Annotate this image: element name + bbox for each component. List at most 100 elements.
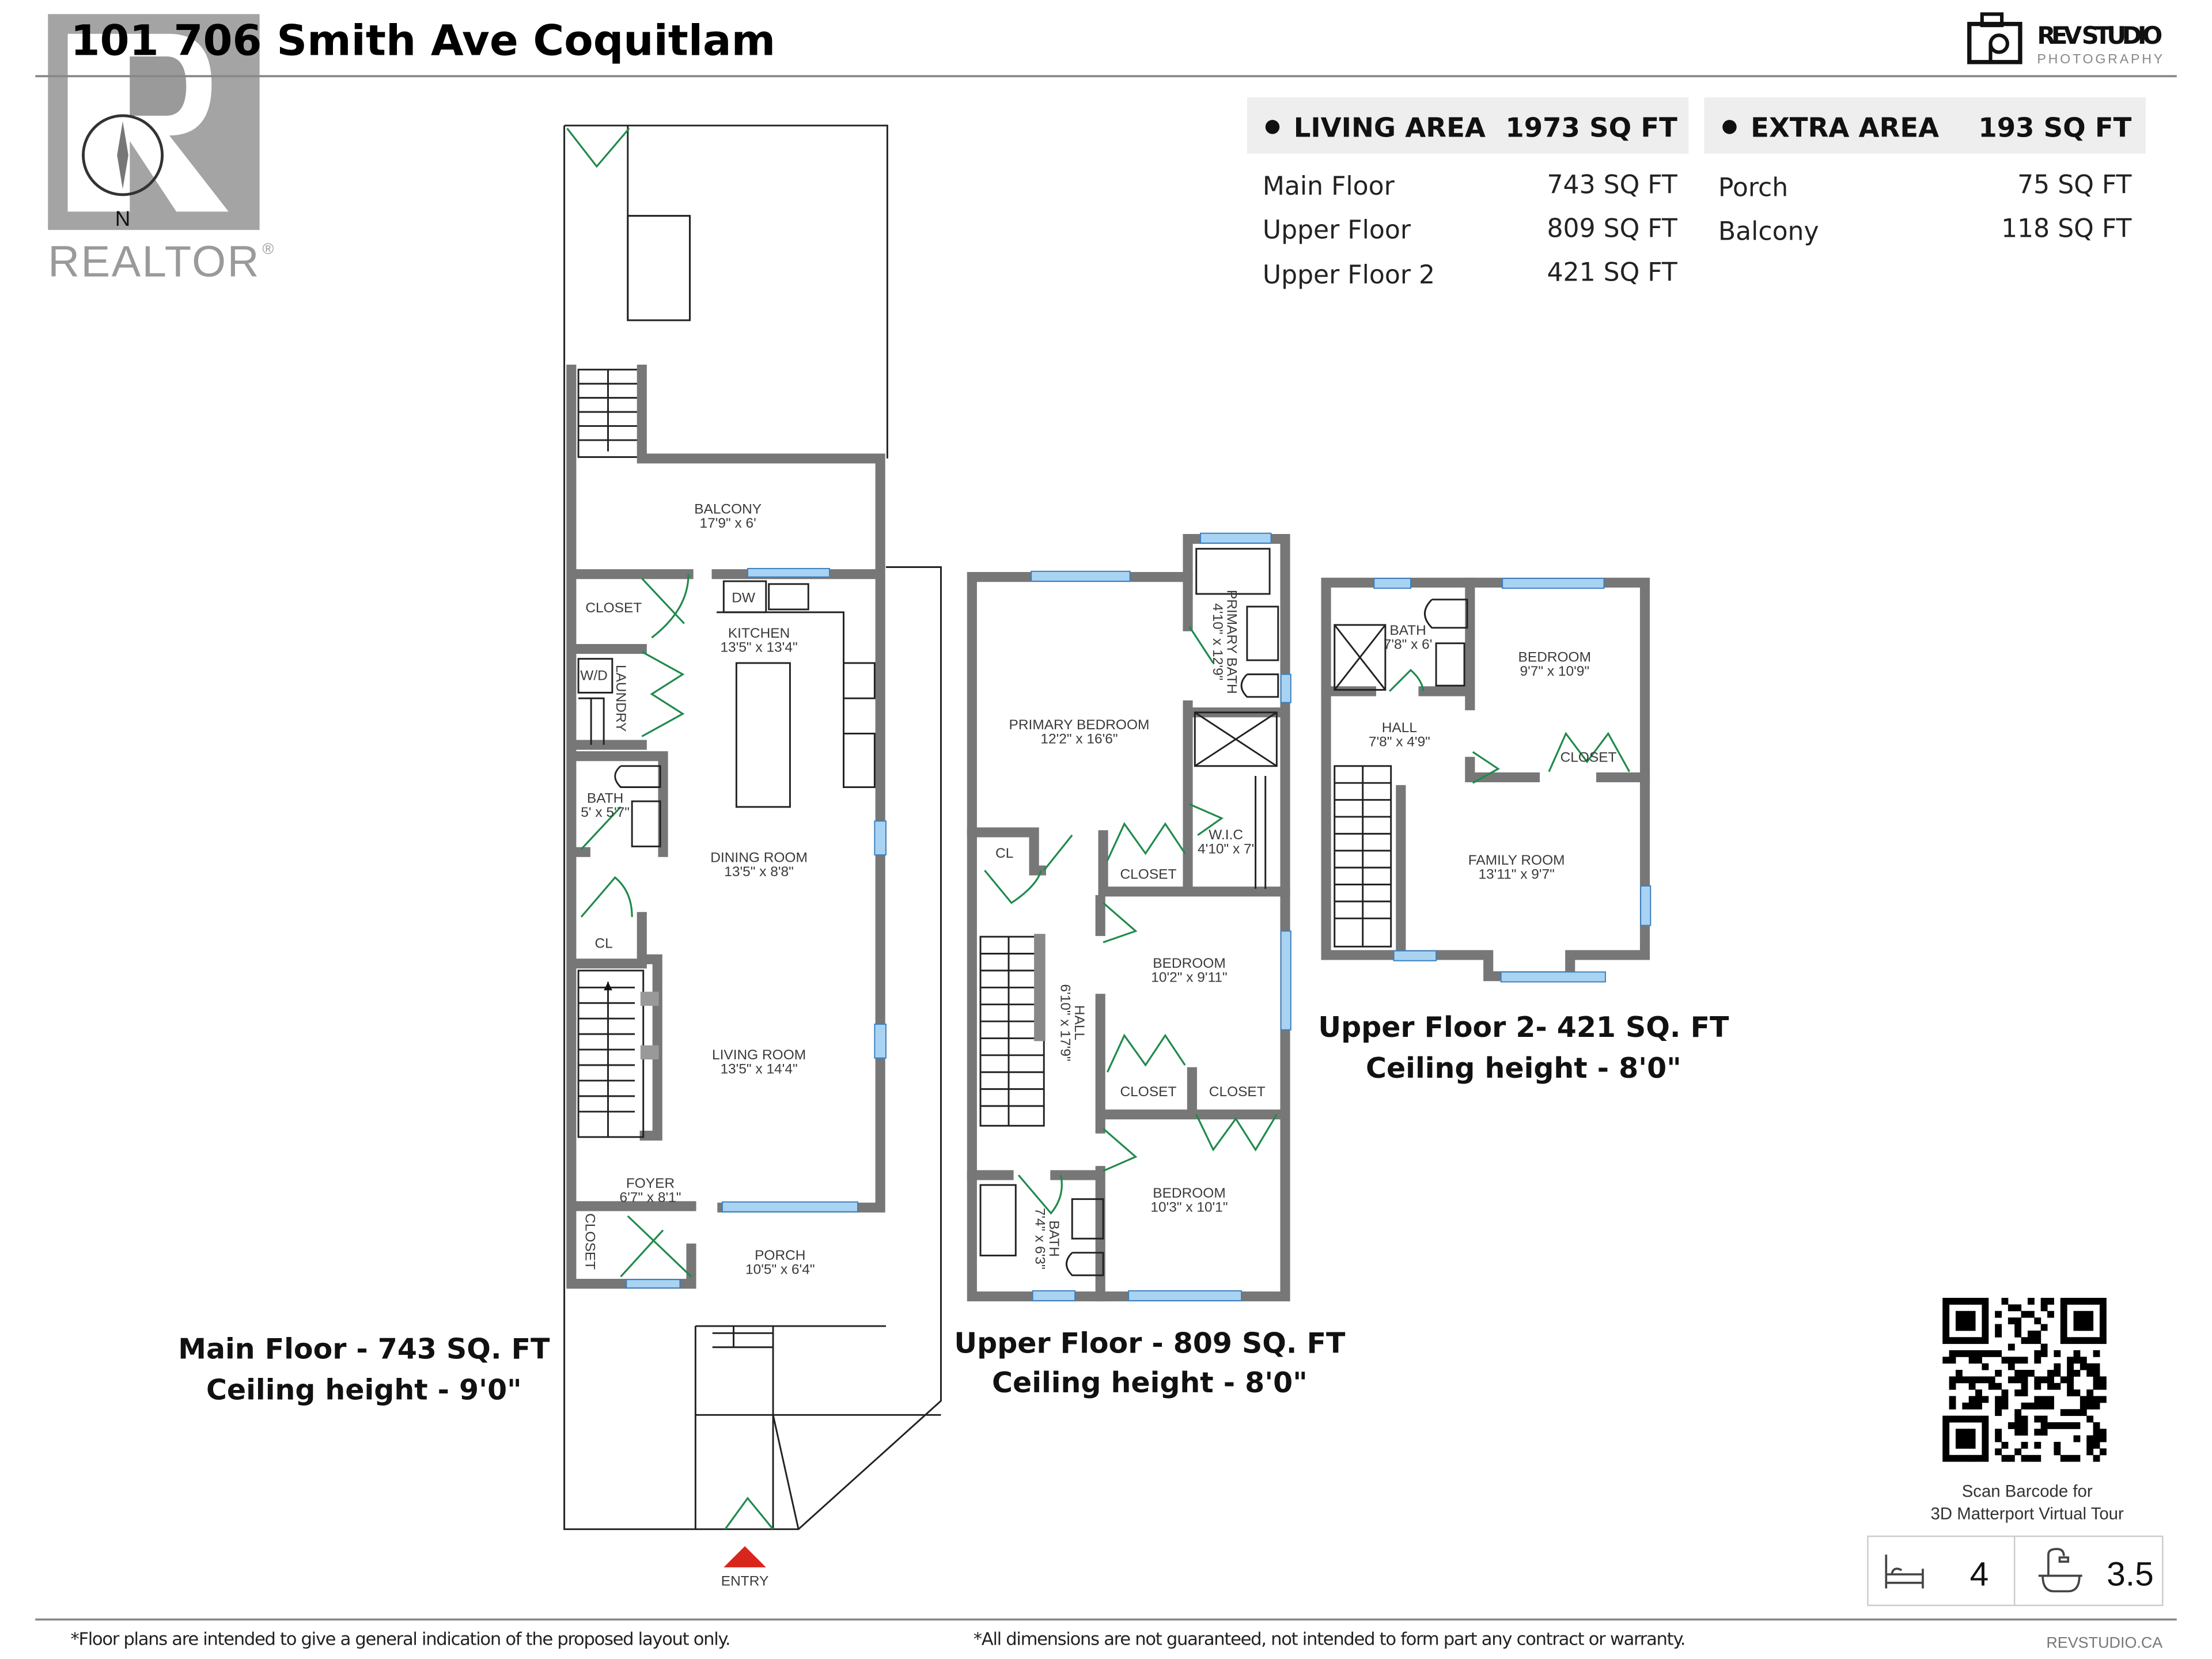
qr-module [1949, 1298, 1956, 1305]
qr-module [2099, 1429, 2107, 1436]
area-row-value: 421 SQ FT [1547, 257, 1677, 287]
qr-module [2073, 1310, 2081, 1318]
qr-module [2034, 1350, 2041, 1357]
qr-module [1968, 1415, 1976, 1423]
qr-module [1955, 1298, 1963, 1305]
room-label: CLOSET [585, 600, 642, 616]
qr-module [2067, 1455, 2074, 1462]
svg-text:PHOTOGRAPHY: PHOTOGRAPHY [2037, 51, 2162, 66]
qr-code[interactable] [1942, 1298, 2107, 1462]
qr-module [2040, 1429, 2048, 1436]
qr-module [1942, 1324, 1950, 1331]
qr-module [2014, 1415, 2022, 1423]
qr-module [2034, 1330, 2041, 1338]
qr-module [1949, 1455, 1956, 1462]
svg-text:REALTOR: REALTOR [48, 237, 260, 286]
qr-module [2008, 1357, 2015, 1364]
svg-text:5' x 5'7": 5' x 5'7" [581, 805, 630, 820]
svg-text:BATH: BATH [1389, 623, 1426, 638]
qr-module [2021, 1370, 2028, 1377]
qr-module [2027, 1402, 2035, 1410]
realtor-logo: REALTOR ® [48, 14, 274, 286]
qr-module [1982, 1304, 1989, 1312]
svg-text:7'8" x 4'9": 7'8" x 4'9" [1369, 734, 1430, 750]
qr-module [1942, 1357, 1950, 1364]
qr-module [2014, 1409, 2022, 1416]
qr-module [2040, 1343, 2048, 1351]
qr-module [1955, 1350, 1963, 1357]
qr-module [1942, 1298, 1950, 1305]
svg-text:13'5" x 14'4": 13'5" x 14'4" [720, 1062, 797, 1077]
bed-icon [1885, 1554, 1924, 1589]
qr-module [1962, 1310, 1969, 1318]
qr-module [1982, 1363, 1989, 1370]
bathroom-count: 3.5 [2107, 1556, 2154, 1593]
qr-module [1982, 1442, 1989, 1449]
qr-module [2080, 1298, 2087, 1305]
qr-module [2040, 1422, 2048, 1429]
qr-module [2060, 1298, 2067, 1305]
qr-module [2073, 1389, 2081, 1396]
qr-module [1982, 1298, 1989, 1305]
room-label: CLOSET [582, 1213, 597, 1270]
qr-module [2073, 1409, 2081, 1416]
qr-caption: Scan Barcode for [1962, 1482, 2093, 1501]
bathtub-icon [2038, 1548, 2082, 1593]
svg-text:12'2" x 16'6": 12'2" x 16'6" [1040, 732, 1118, 747]
qr-module [2060, 1376, 2067, 1384]
page-title: 101 706 Smith Ave Coquitlam [70, 17, 775, 66]
svg-text:10'2" x 9'11": 10'2" x 9'11" [1151, 969, 1227, 985]
svg-text:13'11" x 9'7": 13'11" x 9'7" [1478, 867, 1554, 882]
disclaimer-right: *All dimensions are not guaranteed, not … [974, 1630, 1686, 1650]
qr-module [2099, 1435, 2107, 1442]
qr-module [2080, 1357, 2087, 1364]
qr-module [2080, 1310, 2087, 1318]
qr-module [1982, 1429, 1989, 1436]
qr-module [2093, 1363, 2100, 1370]
qr-module [1968, 1337, 1976, 1344]
compass-icon: N [82, 114, 164, 230]
qr-module [2021, 1442, 2028, 1449]
qr-module [1955, 1435, 1963, 1442]
qr-module [1988, 1350, 1995, 1357]
qr-module [1975, 1357, 1982, 1364]
qr-module [2047, 1402, 2054, 1410]
room-label: W.I.C4'10" x 7' [1198, 827, 1254, 857]
qr-module [1942, 1448, 1950, 1456]
qr-module [1995, 1324, 2002, 1331]
qr-module [1962, 1442, 1969, 1449]
qr-module [2060, 1422, 2067, 1429]
svg-text:LIVING AREA: LIVING AREA [1294, 112, 1486, 143]
qr-module [2086, 1310, 2094, 1318]
qr-module [1968, 1376, 1976, 1384]
qr-module [2001, 1357, 2009, 1364]
qr-module [1968, 1396, 1976, 1403]
qr-module [2014, 1429, 2022, 1436]
room-label: CLOSET [1120, 1084, 1177, 1100]
svg-text:6'7" x 8'1": 6'7" x 8'1" [619, 1190, 681, 1206]
stats-box: 4 3.5 [1867, 1535, 2164, 1607]
qr-module [2008, 1422, 2015, 1429]
qr-module [2021, 1422, 2028, 1429]
qr-module [2060, 1337, 2067, 1344]
qr-module [2040, 1376, 2048, 1384]
website-link[interactable]: REVSTUDIO.CA [2046, 1634, 2162, 1651]
qr-module [2086, 1435, 2094, 1442]
qr-module [1962, 1324, 1969, 1331]
qr-module [1962, 1402, 1969, 1410]
svg-text:REV STUDIO: REV STUDIO [2037, 21, 2162, 50]
svg-text:BEDROOM: BEDROOM [1518, 650, 1591, 665]
qr-module [2040, 1402, 2048, 1410]
qr-module [2047, 1382, 2054, 1390]
qr-module [2093, 1376, 2100, 1384]
qr-module [2027, 1337, 2035, 1344]
svg-text:193 SQ FT: 193 SQ FT [1978, 112, 2131, 143]
qr-module [2099, 1396, 2107, 1403]
qr-module [2034, 1442, 2041, 1449]
qr-module [2034, 1415, 2041, 1423]
qr-module [2073, 1350, 2081, 1357]
